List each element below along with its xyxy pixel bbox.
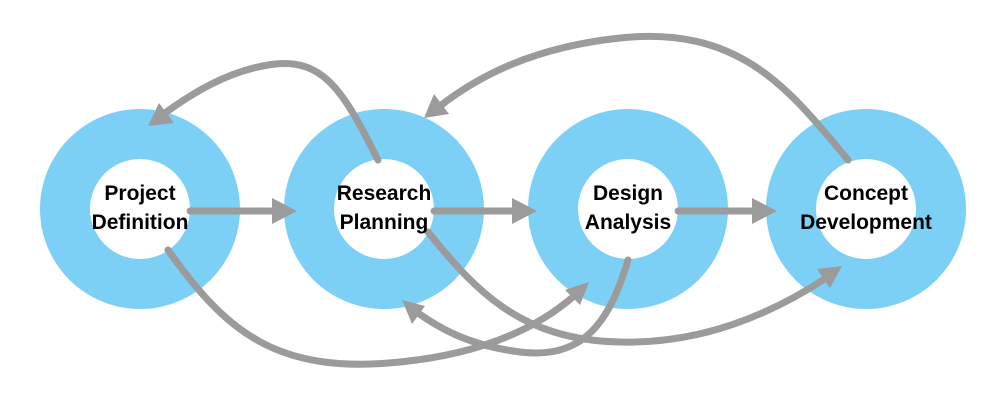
node-labels: Project Definition Research Planning Des…: [92, 182, 932, 234]
hole-concept-development: [816, 159, 916, 259]
arrows: [148, 32, 852, 368]
node-rings: [40, 109, 966, 309]
label-design-line1: Design: [593, 182, 663, 205]
hole-research-planning: [334, 159, 434, 259]
edge-research-to-project: [161, 60, 382, 164]
edge-design-to-research: [414, 256, 632, 357]
arrowhead-research-to-design: [512, 198, 537, 224]
arrowhead-project-to-research: [272, 198, 297, 224]
arrowhead-design-to-concept: [752, 198, 777, 224]
arrowhead-research-to-project: [148, 103, 174, 126]
edge-project-to-design: [164, 246, 578, 368]
label-project-line2: Definition: [92, 211, 189, 234]
label-design-line2: Analysis: [585, 211, 671, 234]
label-research-line2: Planning: [340, 211, 429, 234]
label-concept-line2: Development: [800, 211, 932, 234]
label-research-line1: Research: [337, 182, 432, 205]
edge-research-to-concept: [424, 228, 830, 346]
arrowhead-project-to-design: [565, 282, 589, 305]
hole-design-analysis: [578, 159, 678, 259]
hole-project-definition: [90, 159, 190, 259]
label-concept-line1: Concept: [824, 182, 908, 205]
arrowhead-concept-to-research: [424, 94, 449, 118]
arrowhead-design-to-research: [402, 300, 425, 324]
arrowhead-research-to-concept: [817, 266, 842, 288]
label-project-line1: Project: [104, 182, 175, 205]
edge-concept-to-research: [436, 32, 852, 164]
